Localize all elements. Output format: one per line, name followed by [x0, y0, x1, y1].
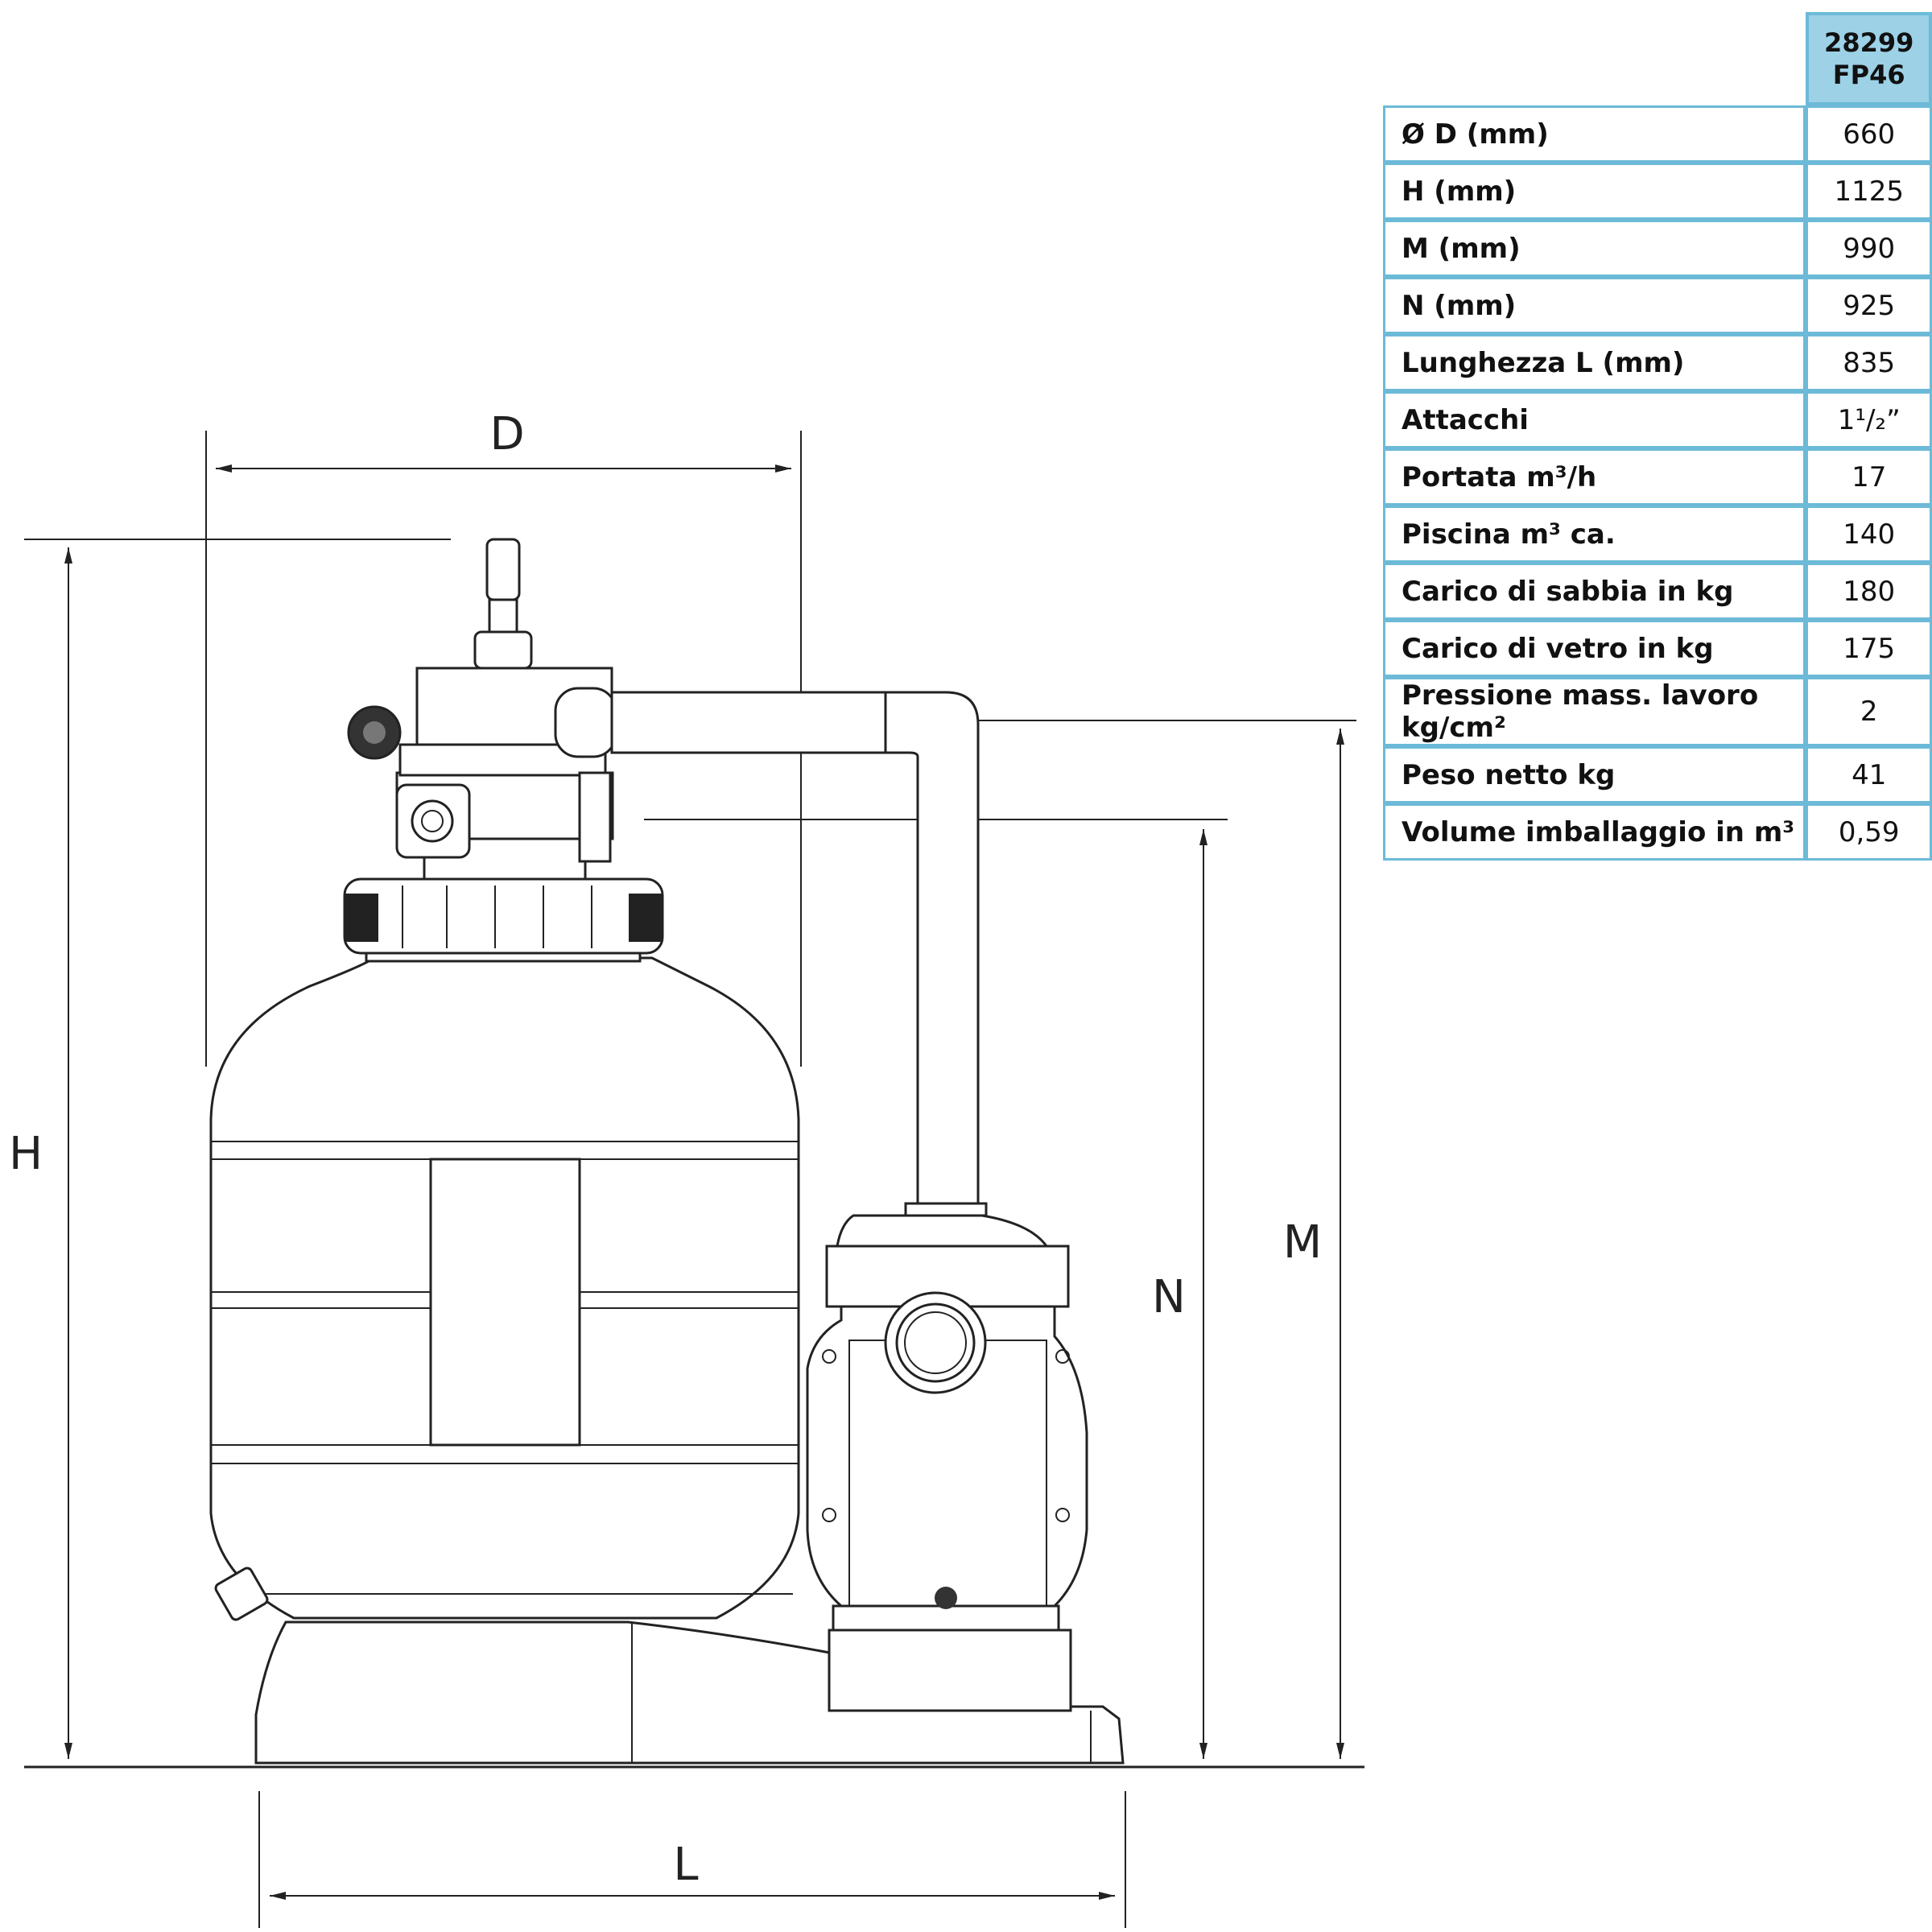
dimension-label-h: H	[9, 1128, 43, 1180]
row-value: 180	[1806, 563, 1932, 620]
connection-pipe	[554, 687, 988, 1217]
row-label: M (mm)	[1383, 220, 1806, 277]
row-label: Peso netto kg	[1383, 746, 1806, 803]
row-value: 1125	[1806, 163, 1932, 220]
multiport-valve	[347, 538, 614, 881]
dimension-l: L	[258, 1791, 1126, 1928]
dimension-label-l: L	[673, 1839, 698, 1891]
row-value: 660	[1806, 105, 1932, 163]
row-value: 41	[1806, 746, 1932, 803]
row-label: Lunghezza L (mm)	[1383, 334, 1806, 391]
row-value: 925	[1806, 277, 1932, 334]
row-value: 0,59	[1806, 803, 1932, 861]
row-value: 17	[1806, 448, 1932, 506]
tank-neck	[343, 877, 664, 963]
table-row: Ø D (mm)660	[1383, 105, 1932, 163]
dimension-label-n: N	[1152, 1271, 1186, 1323]
row-value: 175	[1806, 620, 1932, 677]
table-row: H (mm)1125	[1383, 163, 1932, 220]
row-label: H (mm)	[1383, 163, 1806, 220]
dimension-label-m: M	[1283, 1216, 1322, 1269]
table-row: M (mm)990	[1383, 220, 1932, 277]
row-value: 140	[1806, 506, 1932, 563]
row-label: Portata m³/h	[1383, 448, 1806, 506]
pump	[806, 1214, 1088, 1712]
dimension-label-d: D	[489, 408, 524, 460]
row-value: 990	[1806, 220, 1932, 277]
dimension-h: H	[9, 539, 451, 1759]
row-value: 835	[1806, 334, 1932, 391]
row-value: 2	[1806, 677, 1932, 746]
row-label: Carico di vetro in kg	[1383, 620, 1806, 677]
row-label: Carico di sabbia in kg	[1383, 563, 1806, 620]
filter-tank	[209, 956, 800, 1621]
dimension-m: M	[636, 720, 1356, 1759]
spec-table: 28299 FP46 Ø D (mm)660 H (mm)1125 M (mm)…	[1383, 12, 1932, 861]
row-label: Piscina m³ ca.	[1383, 506, 1806, 563]
model-name: FP46	[1832, 60, 1905, 90]
table-row: N (mm)925	[1383, 277, 1932, 334]
row-label: Volume imballaggio in m³	[1383, 803, 1806, 861]
table-row: Lunghezza L (mm)835	[1383, 334, 1932, 391]
model-header: 28299 FP46	[1806, 12, 1932, 105]
row-label: N (mm)	[1383, 277, 1806, 334]
row-value: 1¹/₂”	[1806, 391, 1932, 448]
row-label: Attacchi	[1383, 391, 1806, 448]
model-code: 28299	[1824, 27, 1914, 58]
row-label: Pressione mass. lavoro kg/cm²	[1383, 677, 1806, 746]
row-label: Ø D (mm)	[1383, 105, 1806, 163]
table-row: Piscina m³ ca.140	[1383, 506, 1932, 563]
